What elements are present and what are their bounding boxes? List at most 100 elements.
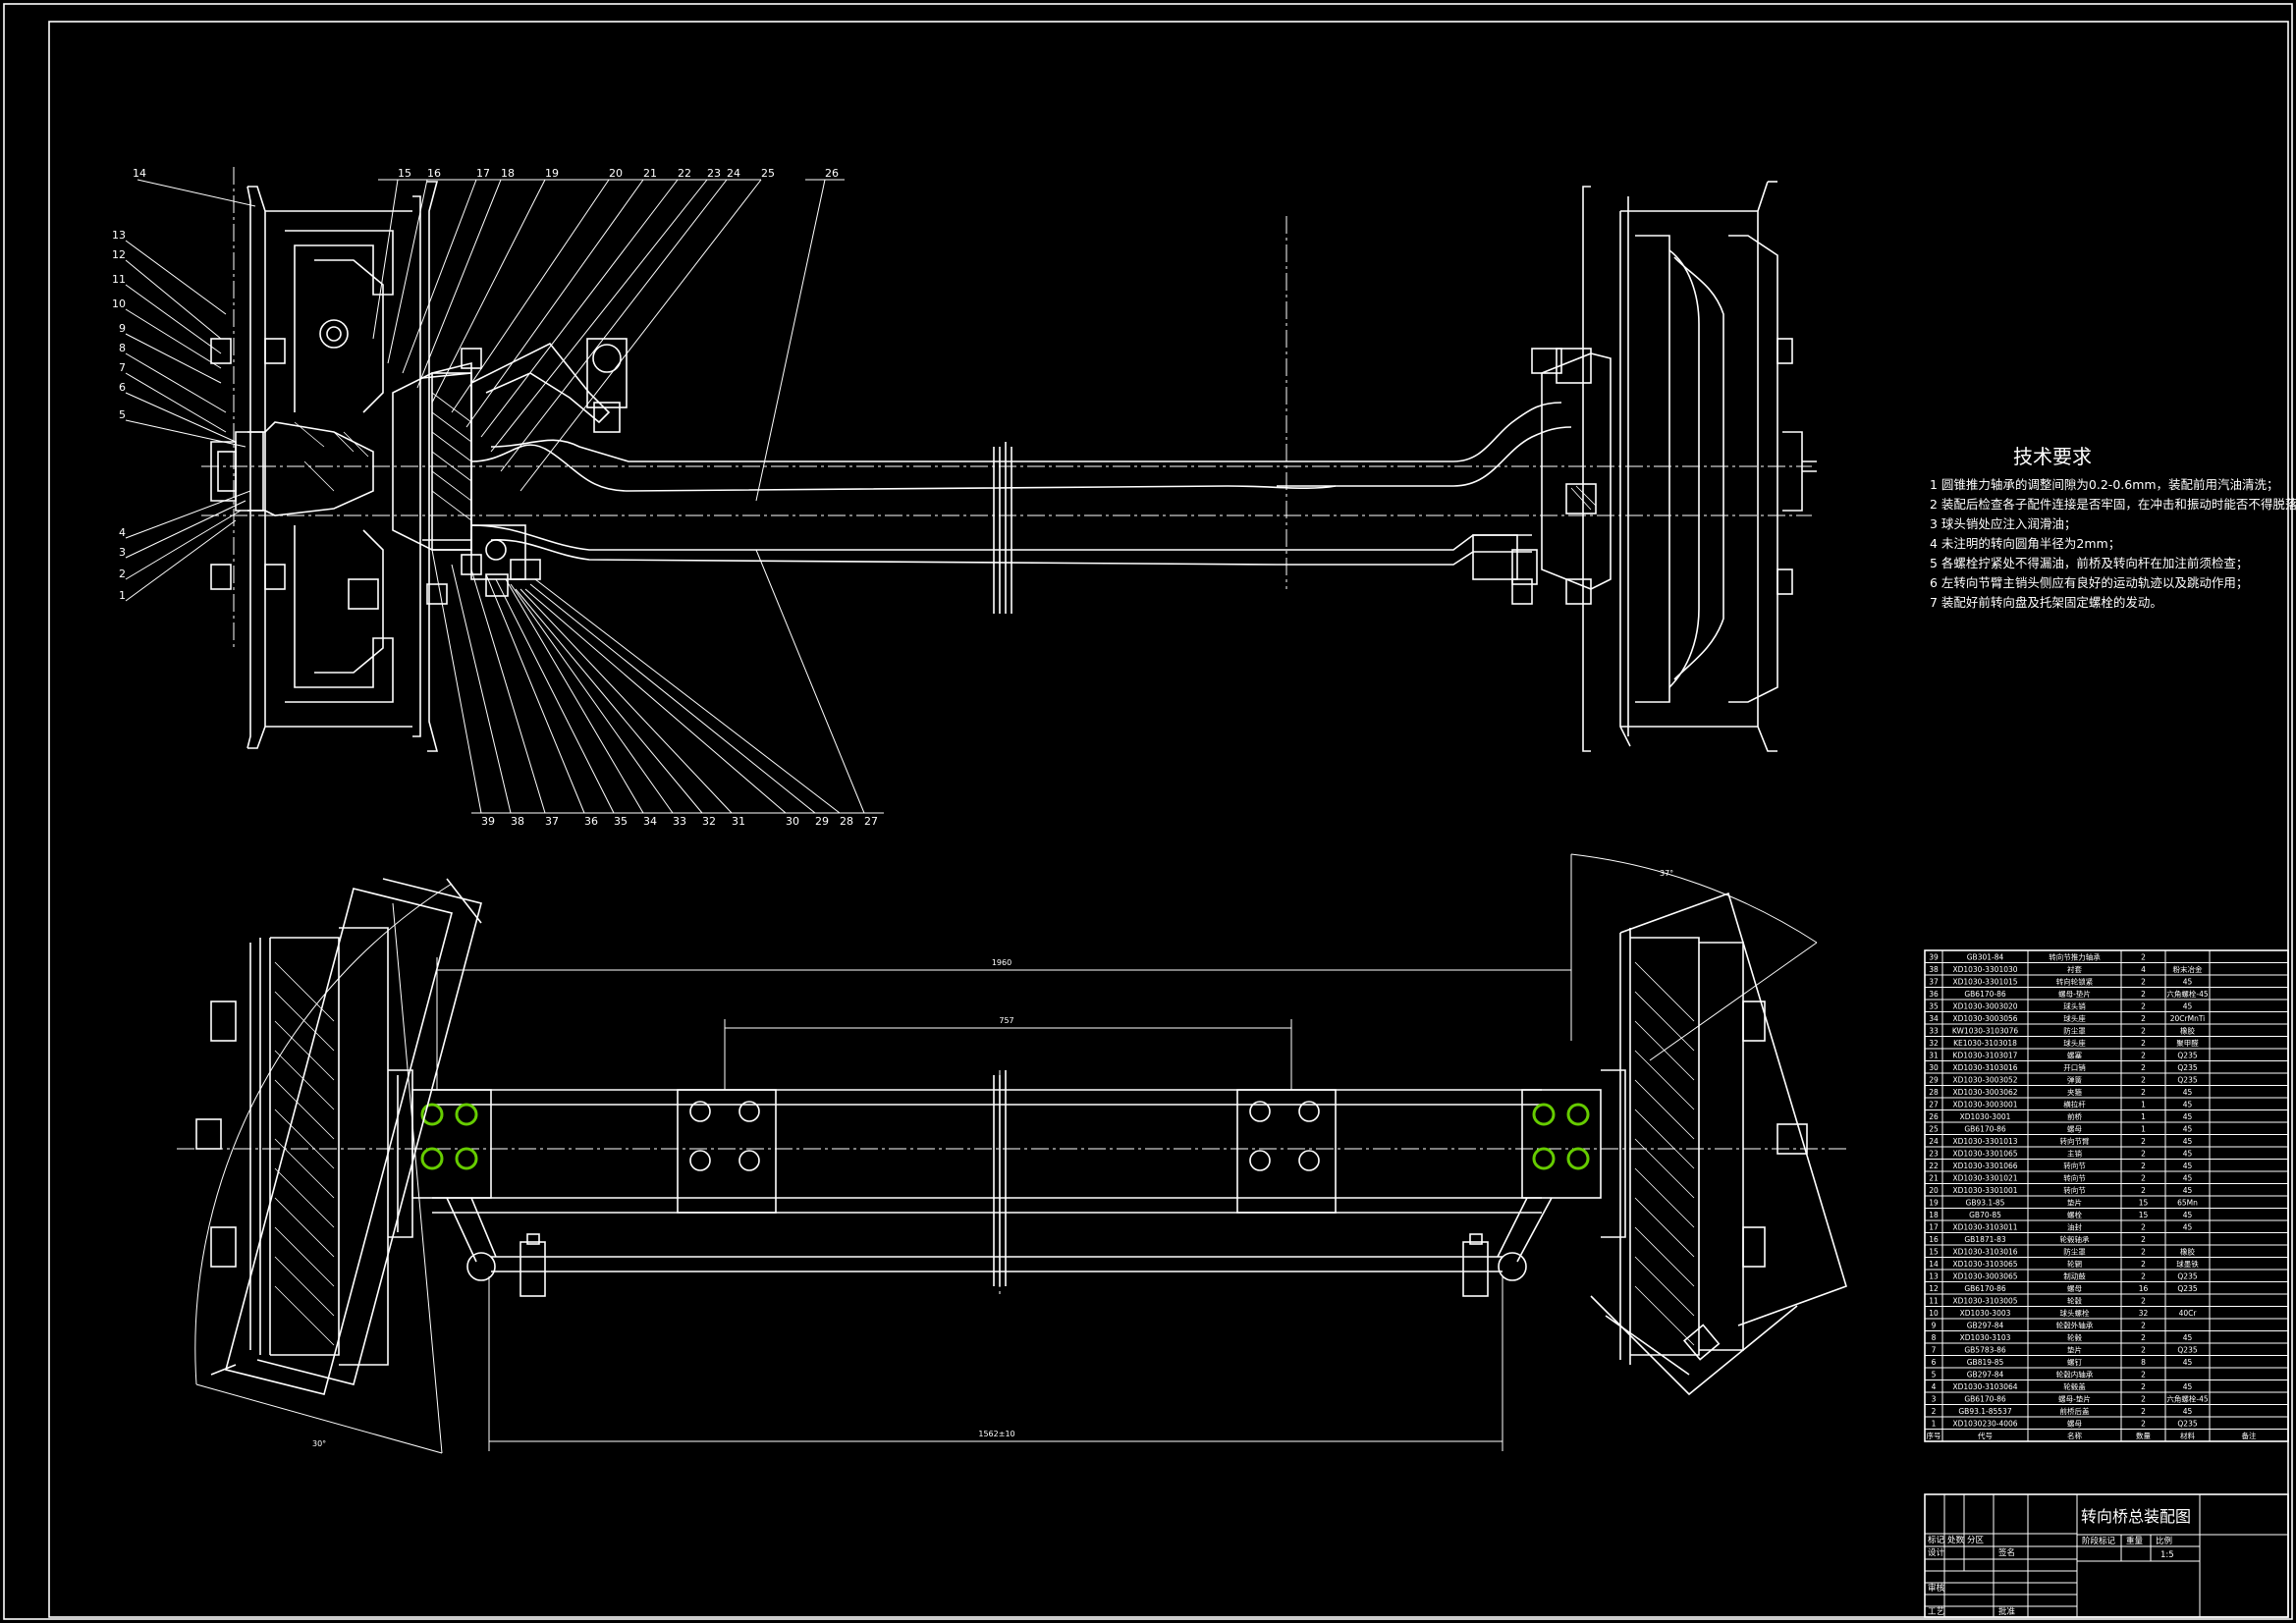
bom-cell: 2	[2141, 1162, 2146, 1170]
bom-cell: 2	[2141, 1333, 2146, 1342]
bom-cell: 16	[1929, 1235, 1939, 1244]
bom-cell: 转向节臂	[2060, 1136, 2090, 1146]
bom-cell: XD1030230-4006	[1952, 1420, 2017, 1429]
bom-cell: 21	[1929, 1174, 1939, 1183]
bom-cell: 轮毂轴承	[2060, 1234, 2090, 1244]
tb-scale-value: 1:5	[2160, 1550, 2174, 1560]
bom-cell: 轮毂	[2067, 1332, 2083, 1342]
bom-cell: 轮毂内轴承	[2056, 1370, 2094, 1380]
bom-cell: 45	[2183, 1112, 2193, 1121]
bom-cell: 40Cr	[2179, 1309, 2198, 1318]
bom-cell: 主销	[2067, 1149, 2083, 1159]
bom-header-cell: 名称	[2067, 1431, 2083, 1440]
bom-cell: 15	[2139, 1211, 2149, 1219]
requirement-3: 3 球头销处应注入润滑油；	[1930, 516, 2076, 531]
bom-cell: 螺母	[2067, 1283, 2083, 1293]
callout-6: 6	[119, 381, 126, 394]
bom-cell: XD1030-3003020	[1952, 1002, 2017, 1011]
bom-cell: 六角螺栓-45	[2166, 989, 2208, 999]
drawing-title: 转向桥总装配图	[2081, 1507, 2191, 1526]
bom-cell: 45	[2183, 1333, 2193, 1342]
callout-19: 19	[545, 167, 559, 180]
callout-39: 39	[481, 815, 495, 828]
bom-cell: 45	[2183, 1002, 2193, 1011]
tb-design: 设计	[1928, 1547, 1945, 1558]
bom-cell: 橡胶	[2180, 1026, 2196, 1036]
bom-cell: 球头销	[2063, 1001, 2086, 1011]
bom-cell: 六角螺栓-45	[2166, 1394, 2208, 1404]
tb-weight: 重量	[2126, 1536, 2144, 1546]
bom-cell: 2	[2141, 1137, 2146, 1146]
callout-27: 27	[864, 815, 878, 828]
bom-cell: 25	[1929, 1125, 1939, 1134]
callout-leaders-top	[137, 179, 845, 502]
angle-left: 30°	[312, 1439, 326, 1448]
bom-cell: 橡胶	[2180, 1247, 2196, 1257]
bom-cell: 2	[2141, 1186, 2146, 1195]
requirement-5: 5 各螺栓拧紧处不得漏油，前桥及转向杆在加注前须检查；	[1930, 556, 2248, 570]
bom-cell: 2	[2141, 1248, 2146, 1257]
callout-36: 36	[584, 815, 598, 828]
bom-cell: 螺母	[2067, 1124, 2083, 1134]
bom-cell: XD1030-3301015	[1952, 978, 2017, 987]
bom-cell: 14	[1929, 1260, 1939, 1269]
bom-cell: 36	[1929, 990, 1939, 999]
bom-cell: 2	[2141, 953, 2146, 962]
bom-cell: XD1030-3003001	[1952, 1101, 2017, 1109]
bom-cell: 18	[1929, 1211, 1939, 1219]
bom-cell: 1	[1932, 1420, 1937, 1429]
callout-12: 12	[112, 248, 126, 261]
callout-22: 22	[678, 167, 691, 180]
bom-cell: 垫片	[2067, 1198, 2082, 1208]
front-view-section	[125, 167, 1817, 814]
bom-cell: 螺母-垫片	[2058, 989, 2091, 999]
tb-sign: 签名	[1998, 1547, 2015, 1558]
bom-cell: 1	[2141, 1112, 2146, 1121]
callout-23: 23	[707, 167, 721, 180]
callout-24: 24	[727, 167, 740, 180]
bom-cell: 防尘罩	[2063, 1247, 2086, 1257]
bom-cell: 45	[2183, 1125, 2193, 1134]
tb-stage: 阶段标记	[2082, 1536, 2116, 1546]
bom-cell: 19	[1929, 1199, 1939, 1208]
bom-cell: 球头座	[2063, 1013, 2086, 1023]
tb-review: 审核	[1928, 1583, 1945, 1594]
bom-cell: 轮辋	[2067, 1259, 2083, 1269]
requirement-2: 2 装配后检查各子配件连接是否牢固，在冲击和振动时能否不得脱落；	[1930, 497, 2296, 512]
bom-cell: 20CrMnTi	[2170, 1014, 2206, 1023]
callout-30: 30	[786, 815, 799, 828]
bom-cell: 31	[1929, 1052, 1939, 1060]
bom-cell: 前桥	[2067, 1111, 2083, 1121]
callout-15: 15	[398, 167, 411, 180]
bom-cell: XD1030-3003056	[1952, 1014, 2017, 1023]
bom-cell: 30	[1929, 1063, 1939, 1072]
bom-cell: 15	[1929, 1248, 1939, 1257]
bom-cell: 2	[2141, 1052, 2146, 1060]
callout-33: 33	[673, 815, 686, 828]
bom-cell: GB1871-83	[1964, 1235, 2006, 1244]
bom-cell: 45	[2183, 1186, 2193, 1195]
requirement-1: 1 圆锥推力轴承的调整间隙为0.2-0.6mm，装配前用汽油清洗；	[1930, 477, 2279, 492]
bom-cell: 垫片	[2067, 1345, 2082, 1355]
bom-cell: 45	[2183, 1137, 2193, 1146]
bom-cell: 45	[2183, 1407, 2193, 1416]
bom-cell: 65Mn	[2177, 1199, 2198, 1208]
bom-cell: 球头座	[2063, 1038, 2086, 1048]
callout-29: 29	[815, 815, 829, 828]
bom-cell: 4	[1932, 1382, 1937, 1391]
bom-cell: 横拉杆	[2063, 1100, 2086, 1109]
callout-31: 31	[732, 815, 745, 828]
bom-cell: 9	[1932, 1322, 1937, 1330]
bom-cell: 聚甲醛	[2176, 1038, 2199, 1048]
callout-7: 7	[119, 361, 126, 374]
bom-cell: 2	[2141, 1174, 2146, 1183]
bom-cell: 2	[2141, 1346, 2146, 1355]
bom-cell: Q235	[2177, 1284, 2197, 1293]
bom-cell: 2	[2141, 1002, 2146, 1011]
bom-cell: 螺塞	[2067, 1051, 2083, 1060]
bom-cell: KW1030-3103076	[1952, 1027, 2018, 1036]
bom-cell: 2	[2141, 1223, 2146, 1232]
callout-37: 37	[545, 815, 559, 828]
bom-cell: 2	[2141, 1297, 2146, 1306]
